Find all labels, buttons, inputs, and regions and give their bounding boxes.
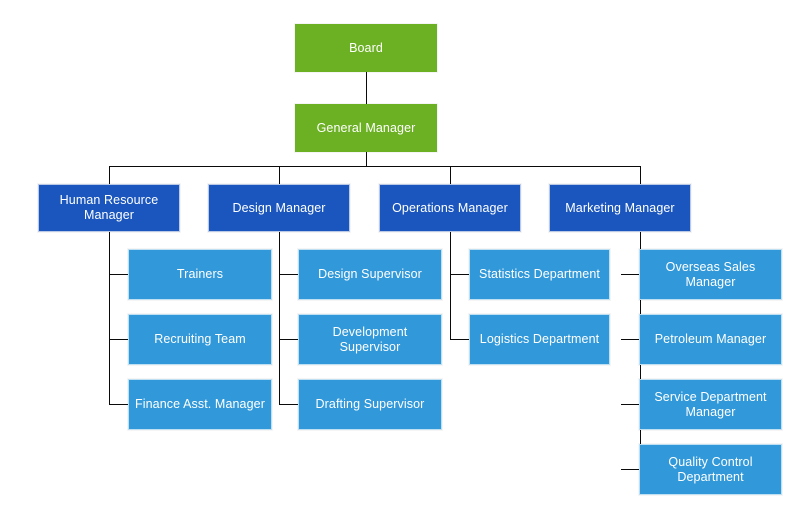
connector-general-manager-down [366,152,367,166]
connector-spine-design [279,232,280,404]
node-marketing-manager-label: Marketing Manager [565,200,675,215]
connector-stub-petroleum-manager [621,339,639,340]
node-design-supervisor[interactable]: Design Supervisor [298,249,442,300]
connector-stub-drafting-supervisor [279,404,298,405]
connector-drop-marketing-manager [640,166,641,184]
node-general-manager-label: General Manager [316,120,416,135]
node-quality-control-department[interactable]: Quality Control Department [639,444,782,495]
connector-managers-bus [109,166,641,167]
connector-stub-finance-asst-manager [109,404,128,405]
node-development-supervisor[interactable]: Development Supervisor [298,314,442,365]
node-service-department-manager[interactable]: Service Department Manager [639,379,782,430]
node-petroleum-manager-label: Petroleum Manager [654,332,767,346]
node-quality-control-department-label: Quality Control Department [668,454,753,484]
node-operations-manager-label: Operations Manager [392,200,508,215]
node-marketing-manager[interactable]: Marketing Manager [549,184,691,232]
node-development-supervisor-label: Development Supervisor [332,324,408,354]
node-statistics-department[interactable]: Statistics Department [469,249,610,300]
node-general-manager[interactable]: General Manager [295,104,437,152]
connector-stub-design-supervisor [279,274,298,275]
connector-stub-overseas-sales-manager [621,274,639,275]
node-overseas-sales-manager-label: Overseas Sales Manager [665,259,756,289]
node-human-resource-manager[interactable]: Human Resource Manager [38,184,180,232]
node-human-resource-manager-label: Human Resource Manager [59,193,159,222]
connector-stub-trainers [109,274,128,275]
connector-stub-recruiting-team [109,339,128,340]
node-design-manager[interactable]: Design Manager [208,184,350,232]
node-board-label: Board [349,40,383,55]
node-finance-asst-manager-label: Finance Asst. Manager [135,397,265,411]
node-trainers[interactable]: Trainers [128,249,272,300]
node-design-supervisor-label: Design Supervisor [318,267,422,281]
connector-drop-operations-manager [450,166,451,184]
connector-spine-operations [450,232,451,339]
node-service-department-manager-label: Service Department Manager [654,389,767,419]
node-operations-manager[interactable]: Operations Manager [379,184,521,232]
connector-stub-service-department-manager [621,404,639,405]
connector-board-to-general-manager [366,72,367,104]
node-drafting-supervisor[interactable]: Drafting Supervisor [298,379,442,430]
node-logistics-department-label: Logistics Department [479,332,600,346]
node-recruiting-team-label: Recruiting Team [154,332,246,346]
node-logistics-department[interactable]: Logistics Department [469,314,610,365]
node-statistics-department-label: Statistics Department [479,267,600,281]
connector-drop-design-manager [279,166,280,184]
node-petroleum-manager[interactable]: Petroleum Manager [639,314,782,365]
connector-stub-logistics-department [450,339,469,340]
connector-stub-quality-control-department [621,469,639,470]
node-recruiting-team[interactable]: Recruiting Team [128,314,272,365]
node-trainers-label: Trainers [176,267,224,281]
connector-stub-statistics-department [450,274,469,275]
connector-drop-human-resource-manager [109,166,110,184]
node-drafting-supervisor-label: Drafting Supervisor [315,397,425,411]
node-design-manager-label: Design Manager [232,200,326,215]
node-board[interactable]: Board [295,24,437,72]
connector-stub-development-supervisor [279,339,298,340]
connector-spine-human-resource [109,232,110,404]
node-finance-asst-manager[interactable]: Finance Asst. Manager [128,379,272,430]
node-overseas-sales-manager[interactable]: Overseas Sales Manager [639,249,782,300]
